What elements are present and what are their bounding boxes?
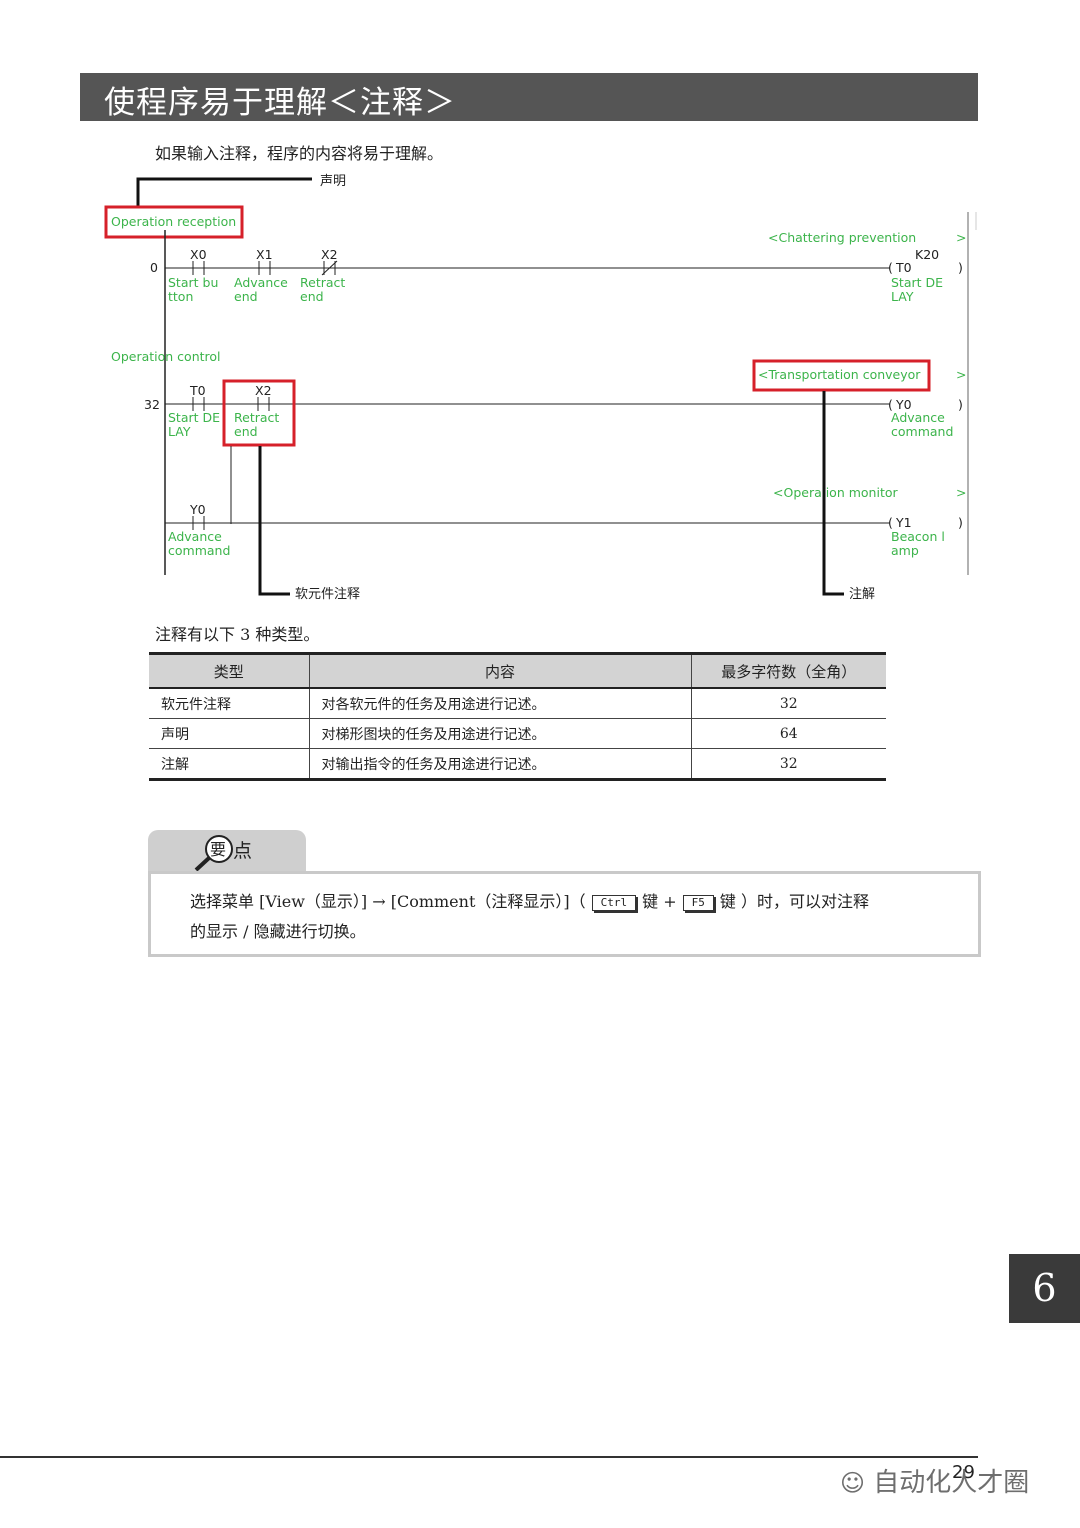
- svg-text:): ): [958, 260, 963, 275]
- svg-text:command: command: [891, 424, 953, 439]
- svg-text:Retract: Retract: [300, 275, 345, 290]
- svg-text:Start DE: Start DE: [168, 410, 220, 425]
- table-header-row: 类型 内容 最多字符数（全角）: [149, 652, 886, 689]
- svg-text:T0: T0: [895, 260, 912, 275]
- svg-text:T0: T0: [189, 383, 206, 398]
- svg-text:LAY: LAY: [168, 424, 191, 439]
- svg-text:Y0: Y0: [189, 502, 206, 517]
- svg-text:): ): [958, 397, 963, 412]
- step-number-0: 0: [150, 260, 158, 275]
- svg-text:Advance: Advance: [234, 275, 288, 290]
- note-callout: 注解: [822, 391, 875, 602]
- svg-text:K20: K20: [915, 247, 939, 262]
- types-intro-text: 注释有以下 3 种类型。: [155, 625, 320, 644]
- f5-key: F5: [682, 894, 714, 911]
- ladder-diagram: 声明 Operation reception <Chattering preve…: [104, 174, 977, 602]
- contact-t0: T0 Start DE LAY: [168, 383, 220, 439]
- output-t0: K20 ( T0 ) Start DE LAY: [888, 247, 963, 304]
- note-operation-monitor: <Opera ion monitor: [773, 485, 898, 500]
- tip-box: [148, 871, 981, 957]
- chapter-number: 6: [1009, 1254, 1080, 1323]
- svg-text:注解: 注解: [849, 587, 875, 602]
- tip-label: 点: [233, 840, 253, 862]
- table-cell-max: 64: [690, 718, 886, 749]
- note-transportation-conveyor: <Transportation conveyor: [758, 367, 921, 382]
- intro-text: 如果输入注释，程序的内容将易于理解。: [155, 144, 444, 163]
- svg-text:(: (: [888, 397, 893, 412]
- svg-text:Beacon l: Beacon l: [891, 529, 945, 544]
- table-cell-content: 对各软元件的任务及用途进行记述。: [308, 688, 691, 719]
- svg-text:要: 要: [210, 840, 226, 859]
- svg-text:(: (: [888, 515, 893, 530]
- footer-rule: [0, 1456, 978, 1458]
- table-row: 软元件注释 对各软元件的任务及用途进行记述。 32: [149, 688, 886, 719]
- statement-highlight-box: [104, 205, 244, 239]
- svg-text:X2: X2: [321, 247, 338, 262]
- svg-text:X2: X2: [255, 383, 272, 398]
- svg-text:end: end: [234, 424, 258, 439]
- svg-text:软元件注释: 软元件注释: [295, 587, 360, 602]
- svg-text:tton: tton: [168, 289, 193, 304]
- svg-text:Y0: Y0: [895, 397, 912, 412]
- svg-text:Advance: Advance: [168, 529, 222, 544]
- note-highlight-box: [752, 359, 931, 392]
- contact-y0: Y0 Advance command: [168, 502, 230, 558]
- output-y0: ( Y0 ) Advance command: [888, 397, 963, 439]
- output-y1: ( Y1 ) Beacon l amp: [888, 515, 963, 558]
- statement-operation-reception: Operation reception: [111, 214, 236, 229]
- step-number-32: 32: [144, 397, 160, 412]
- svg-text:Start bu: Start bu: [168, 275, 218, 290]
- svg-text:end: end: [300, 289, 324, 304]
- table-header: 最多字符数（全角）: [690, 652, 886, 689]
- svg-text:LAY: LAY: [891, 289, 914, 304]
- magnifier-icon: 要: [194, 835, 233, 872]
- svg-text:amp: amp: [891, 543, 919, 558]
- tip-line-2: 的显示 / 隐藏进行切换。: [190, 922, 366, 941]
- svg-text:(: (: [888, 260, 893, 275]
- statement-callout-label: 声明: [320, 174, 346, 189]
- svg-text:Y1: Y1: [895, 515, 912, 530]
- svg-text:X0: X0: [190, 247, 207, 262]
- ctrl-key: Ctrl: [591, 894, 637, 911]
- device-comment-highlight-box: [222, 379, 296, 447]
- contact-x0: X0 Start bu tton: [168, 247, 218, 304]
- table-cell-type: 软元件注释: [149, 688, 309, 719]
- svg-text:Retract: Retract: [234, 410, 279, 425]
- page-number: 29: [952, 1462, 975, 1483]
- svg-text:>: >: [956, 367, 966, 382]
- table-cell-type: 声明: [149, 718, 309, 749]
- table-header: 类型: [149, 652, 309, 689]
- title-bar: [80, 73, 978, 121]
- svg-text:end: end: [234, 289, 258, 304]
- wechat-icon: ☺: [840, 1469, 866, 1497]
- table-cell-max: 32: [690, 748, 886, 781]
- table-cell-type: 注解: [149, 748, 309, 781]
- svg-text:>: >: [956, 230, 966, 245]
- contact-x2-nc: X2 Retract end: [300, 247, 345, 304]
- table-cell-content: 对梯形图块的任务及用途进行记述。: [308, 718, 691, 749]
- svg-text:>: >: [956, 485, 966, 500]
- note-chattering-prevention: <Chattering prevention: [768, 230, 916, 245]
- device-comment-callout: 软元件注释: [258, 446, 360, 602]
- page-title: 使程序易于理解＜注释＞: [104, 85, 456, 121]
- watermark: ☺ 自动化人才圈: [840, 1468, 1030, 1498]
- svg-text:): ): [958, 515, 963, 530]
- table-header: 内容: [308, 652, 691, 689]
- contact-x2-no: X2 Retract end: [234, 383, 279, 439]
- table-cell-content: 对输出指令的任务及用途进行记述。: [308, 748, 691, 781]
- contact-x1: X1 Advance end: [234, 247, 288, 304]
- comment-types-table: 类型 内容 最多字符数（全角） 软元件注释 对各软元件的任务及用途进行记述。 3…: [149, 652, 886, 781]
- svg-text:X1: X1: [256, 247, 273, 262]
- table-row: 注解 对输出指令的任务及用途进行记述。 32: [149, 748, 886, 781]
- statement-callout: 声明: [136, 174, 346, 206]
- statement-operation-control: Operation control: [111, 349, 221, 364]
- svg-text:Advance: Advance: [891, 410, 945, 425]
- svg-text:Start DE: Start DE: [891, 275, 943, 290]
- svg-text:command: command: [168, 543, 230, 558]
- table-row: 声明 对梯形图块的任务及用途进行记述。 64: [149, 718, 886, 749]
- table-cell-max: 32: [690, 688, 886, 719]
